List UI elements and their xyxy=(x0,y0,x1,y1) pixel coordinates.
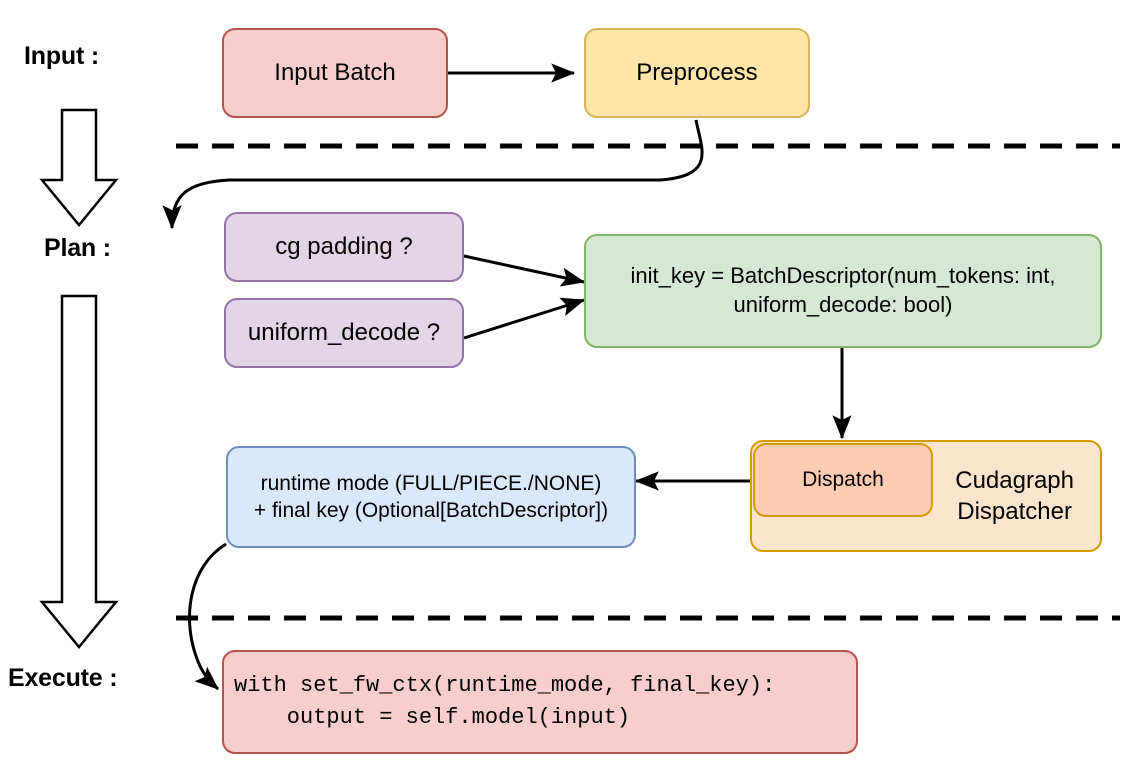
node-preprocess[interactable]: Preprocess xyxy=(584,28,810,118)
execute-code-line-1: with set_fw_ctx(runtime_mode, final_key)… xyxy=(234,673,776,699)
node-init-key[interactable]: init_key = BatchDescriptor(num_tokens: i… xyxy=(584,234,1102,348)
node-input-batch[interactable]: Input Batch xyxy=(222,28,448,118)
node-dispatch-label: Dispatch xyxy=(802,468,884,492)
node-cg-padding-label: cg padding ? xyxy=(275,233,413,261)
node-init-key-label: init_key = BatchDescriptor(num_tokens: i… xyxy=(630,263,1056,317)
connector-cg-padding-to-init-key xyxy=(463,254,586,287)
node-runtime-mode[interactable]: runtime mode (FULL/PIECE./NONE) + final … xyxy=(226,446,636,548)
stage-label-execute: Execute : xyxy=(8,664,118,692)
node-dispatch[interactable]: Dispatch xyxy=(753,443,933,517)
node-execute-code[interactable]: with set_fw_ctx(runtime_mode, final_key)… xyxy=(222,650,858,754)
node-cg-padding[interactable]: cg padding ? xyxy=(224,212,464,282)
stage-label-input: Input : xyxy=(24,42,99,70)
connector-runtime-mode-to-execute-code xyxy=(188,542,227,691)
input-to-plan-arrow xyxy=(39,108,119,227)
node-uniform-decode[interactable]: uniform_decode ? xyxy=(224,298,464,368)
node-runtime-mode-label: runtime mode (FULL/PIECE./NONE) + final … xyxy=(253,471,609,522)
node-input-batch-label: Input Batch xyxy=(274,59,396,87)
plan-to-execute-arrow xyxy=(39,294,119,649)
connector-uniform-decode-to-init-key xyxy=(463,297,586,340)
node-preprocess-label: Preprocess xyxy=(636,59,758,87)
node-cudagraph-dispatcher-label: Cudagraph Dispatcher xyxy=(955,466,1074,525)
node-uniform-decode-label: uniform_decode ? xyxy=(247,319,441,347)
stage-label-plan: Plan : xyxy=(44,234,111,262)
execute-code-line-2: output = self.model(input) xyxy=(234,705,631,730)
